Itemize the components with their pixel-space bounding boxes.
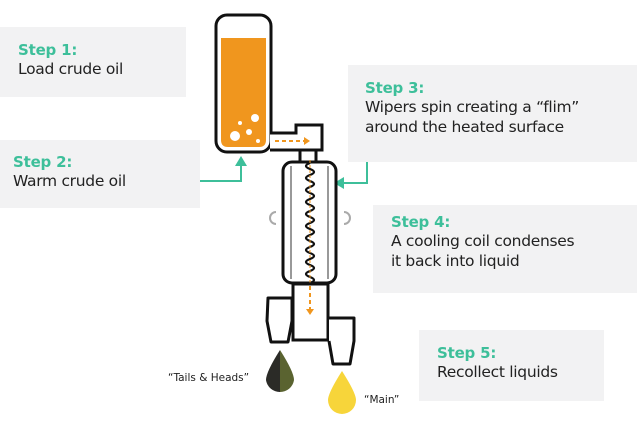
main-drop xyxy=(328,371,356,414)
tails-heads-label: “Tails & Heads” xyxy=(168,372,250,384)
step-2-arrow xyxy=(200,163,242,182)
step-4-box: Step 4: A cooling coil condenses it back… xyxy=(373,205,637,293)
step-3-arrow xyxy=(342,162,368,184)
step-2-text: Warm crude oil xyxy=(13,172,126,190)
step-2-title: Step 2: xyxy=(13,153,73,171)
step-3-title: Step 3: xyxy=(365,79,425,97)
oil-tank xyxy=(214,13,273,154)
rotate-right-icon xyxy=(343,211,351,225)
rotate-left-icon xyxy=(269,211,277,225)
main-label: “Main” xyxy=(364,394,400,406)
step-4-text: A cooling coil condenses xyxy=(391,232,575,250)
tails-flask xyxy=(265,296,294,344)
step-2-box: Step 2: Warm crude oil xyxy=(0,140,200,208)
evaporator-column xyxy=(281,160,338,285)
step-5-text: Recollect liquids xyxy=(437,363,558,381)
step-2-arrowhead xyxy=(235,156,247,166)
step-4-title: Step 4: xyxy=(391,213,451,231)
step-1-text: Load crude oil xyxy=(18,60,124,78)
feed-pipe xyxy=(270,123,324,164)
step-3-arrowhead xyxy=(334,177,344,189)
step-3-box: Step 3: Wipers spin creating a “flim” ar… xyxy=(348,65,637,162)
flow-arrowhead-down xyxy=(306,309,314,315)
step-1-title: Step 1: xyxy=(18,41,78,59)
flow-arrowhead-right xyxy=(304,137,310,145)
step-5-box: Step 5: Recollect liquids xyxy=(419,330,604,401)
step-1-box: Step 1: Load crude oil xyxy=(0,27,186,97)
step-3-text-2: around the heated surface xyxy=(365,118,564,136)
step-3-text: Wipers spin creating a “flim” xyxy=(365,98,579,116)
tails-drop xyxy=(266,350,294,393)
step-5-title: Step 5: xyxy=(437,344,497,362)
step-4-text-2: it back into liquid xyxy=(391,252,520,270)
main-flask xyxy=(327,316,356,366)
